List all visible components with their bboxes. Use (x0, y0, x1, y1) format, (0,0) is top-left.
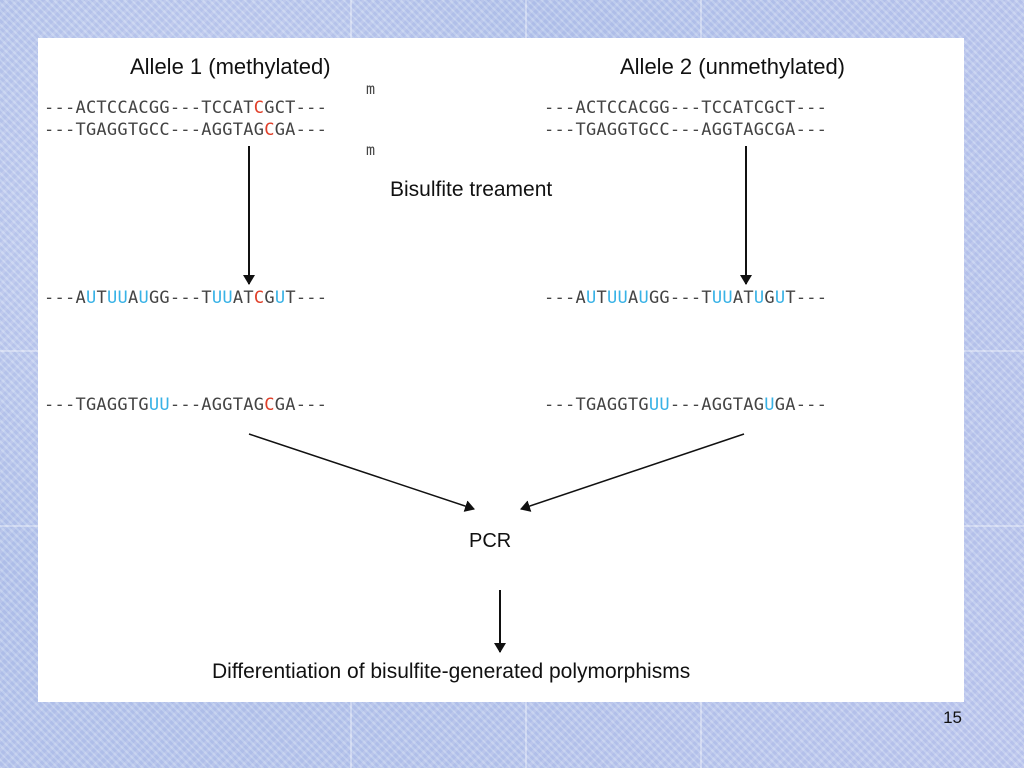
allele2-pcr-arrow (520, 433, 745, 512)
slide-number: 15 (943, 708, 962, 727)
methyl-mark-bottom: m (366, 141, 376, 159)
converted-base: UU (148, 395, 170, 415)
sequence-segment: T--- (285, 288, 328, 308)
allele1-pcr-arrow (248, 433, 475, 512)
converted-base: U (85, 288, 97, 308)
converted-base: UU (211, 288, 233, 308)
converted-base: UU (606, 288, 628, 308)
sequence-segment: ---TGAGGTGCC---AGGTAG (44, 120, 265, 140)
converted-base: U (585, 288, 597, 308)
allele1-title: Allele 1 (methylated) (130, 54, 331, 79)
sequence-segment: A (627, 288, 639, 308)
allele2-top-strand: ---ACTCCACGG---TCCATCGCT--- (544, 98, 827, 118)
allele2-bottom-strand: ---TGAGGTGCC---AGGTAGCGA--- (544, 120, 827, 140)
converted-base: UU (711, 288, 733, 308)
allele2-converted-bottom-strand: ---TGAGGTGUU---AGGTAGUGA--- (544, 395, 827, 415)
allele1-converted-top-strand: ---AUTUUAUGG---TUUATCGUT--- (44, 288, 327, 308)
methylated-base: C (264, 120, 275, 140)
sequence-segment: ---TGAGGTG (544, 395, 649, 415)
sequence-segment: ---A (44, 288, 86, 308)
sequence-segment: GG---T (148, 288, 212, 308)
methylated-base: C (253, 98, 265, 118)
methyl-mark-top: m (366, 80, 376, 98)
sequence-segment: GA--- (774, 395, 828, 415)
sequence-segment: T--- (785, 288, 828, 308)
sequence-segment: GCT--- (264, 98, 328, 118)
converted-base: U (638, 288, 649, 308)
sequence-segment: ---AGGTAG (169, 395, 265, 415)
methylated-base: C (253, 288, 265, 308)
allele1-top-strand: ---ACTCCACGG---TCCATCGCT--- (44, 98, 327, 118)
converted-base: U (774, 288, 786, 308)
converted-base: U (753, 288, 765, 308)
converted-base: U (138, 288, 149, 308)
sequence-segment: ---ACTCCACGG---TCCATCGCT--- (544, 98, 828, 118)
sequence-segment: ---TGAGGTGCC---AGGTAGCGA--- (544, 120, 828, 140)
converted-base: U (764, 395, 775, 415)
sequence-segment: GA--- (274, 395, 328, 415)
result-label: Differentiation of bisulfite-generated p… (212, 660, 691, 683)
sequence-segment: T (596, 288, 607, 308)
allele2-title: Allele 2 (unmethylated) (620, 54, 846, 79)
allele1-converted-bottom-strand: ---TGAGGTGUU---AGGTAGCGA--- (44, 395, 327, 415)
sequence-segment: G (764, 288, 775, 308)
allele1-bottom-strand: ---TGAGGTGCC---AGGTAGCGA--- (44, 120, 327, 140)
sequence-segment: AT (232, 288, 254, 308)
sequence-segment: ---TGAGGTG (44, 395, 149, 415)
sequence-segment: AT (732, 288, 754, 308)
sequence-segment: ---A (544, 288, 586, 308)
sequence-segment: G (264, 288, 275, 308)
sequence-segment: A (127, 288, 139, 308)
allele2-converted-top-strand: ---AUTUUAUGG---TUUATUGUT--- (544, 288, 827, 308)
sequence-segment: GG---T (648, 288, 712, 308)
converted-base: UU (648, 395, 670, 415)
sequence-segment: ---ACTCCACGG---TCCAT (44, 98, 254, 118)
converted-base: U (274, 288, 286, 308)
sequence-segment: GA--- (274, 120, 328, 140)
methylated-base: C (264, 395, 275, 415)
pcr-label: PCR (469, 530, 512, 552)
sequence-segment: T (96, 288, 107, 308)
bisulfite-treatment-label: Bisulfite treament (390, 178, 553, 201)
converted-base: UU (106, 288, 128, 308)
sequence-segment: ---AGGTAG (669, 395, 765, 415)
